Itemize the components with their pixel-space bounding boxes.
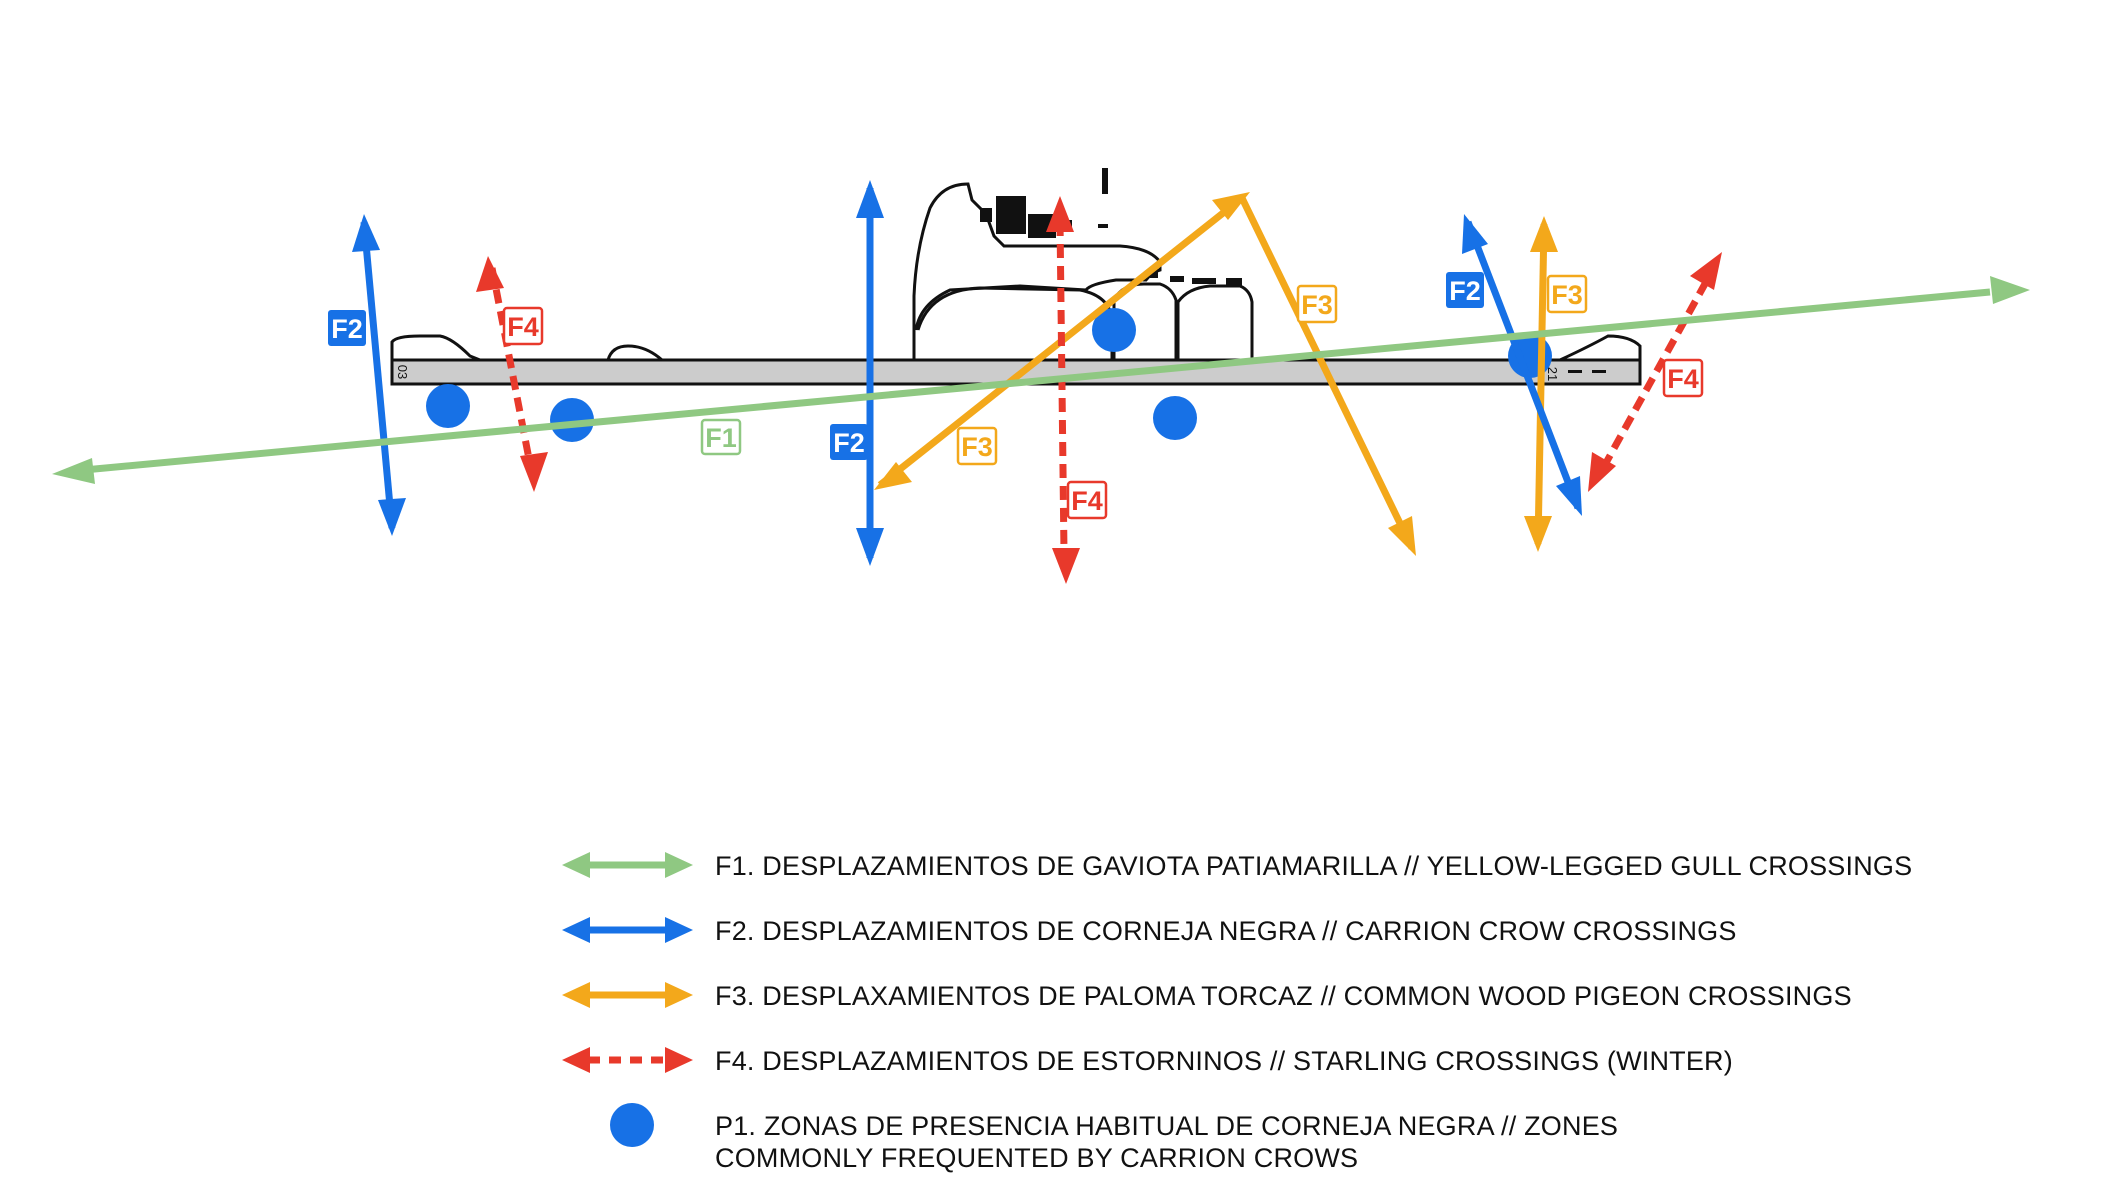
tower (1102, 168, 1108, 194)
f3-label: F3 (956, 426, 998, 466)
building-9 (1226, 278, 1242, 286)
f4-label-text: F4 (1071, 486, 1103, 516)
f3-label-text: F3 (1301, 290, 1333, 320)
building-5 (1098, 224, 1108, 228)
f2-arrowhead (856, 528, 884, 566)
legend-item-f3: F3. DESPLAXAMIENTOS DE PALOMA TORCAZ // … (560, 970, 1960, 1035)
runway-threshold-right: 21 (1545, 367, 1560, 381)
runway-right-end-apron (1559, 334, 1642, 362)
f2-crossings (352, 180, 1582, 566)
f2-label-text: F2 (1449, 276, 1481, 306)
f2-arrow (360, 221, 396, 529)
f4-arrowhead (520, 452, 548, 492)
f2-arrowhead (1462, 214, 1488, 254)
legend-item-f2: F2. DESPLAZAMIENTOS DE CORNEJA NEGRA // … (560, 905, 1960, 970)
f2-label-text: F2 (331, 314, 363, 344)
f4-label: F4 (502, 306, 544, 346)
runway-end-marking-1 (1568, 370, 1582, 373)
f4-arrow (1056, 221, 1068, 553)
legend-text-f4: F4. DESPLAZAMIENTOS DE ESTORNINOS // STA… (715, 1046, 1733, 1076)
f3-label: F3 (1546, 274, 1588, 314)
f3-arrow (1534, 223, 1548, 545)
f1-legend-arrow-icon (562, 852, 693, 878)
p1-zone (1092, 308, 1136, 352)
legend: F1. DESPLAZAMIENTOS DE GAVIOTA PATIAMARI… (560, 840, 1960, 1180)
f2-label: F2 (1446, 272, 1484, 308)
f2-arrow (1464, 220, 1582, 510)
f1-label-text: F1 (705, 423, 737, 453)
f3-arrowhead (1524, 516, 1552, 552)
f3-arrowhead (1530, 216, 1558, 252)
f1-arrowhead (52, 458, 95, 484)
p1-zone (426, 384, 470, 428)
f3-label-text: F3 (961, 432, 993, 462)
building-7 (1170, 276, 1184, 282)
f4-arrowhead (1052, 548, 1080, 584)
f1-label: F1 (700, 418, 742, 456)
p1-zone (550, 398, 594, 442)
f4-label: F4 (1066, 480, 1108, 520)
runway-threshold-left: 03 (395, 365, 410, 379)
p1-zone (1153, 396, 1197, 440)
legend-text-f3: F3. DESPLAXAMIENTOS DE PALOMA TORCAZ // … (715, 981, 1852, 1011)
f1-arrow (83, 288, 1991, 474)
parking-apron-outline (1176, 284, 1254, 360)
legend-text-p1: P1. ZONAS DE PRESENCIA HABITUAL DE CORNE… (715, 1111, 1619, 1173)
f4-legend-arrow-icon (562, 1047, 693, 1073)
f4-arrowhead (1588, 452, 1616, 492)
legend-item-f4: F4. DESPLAZAMIENTOS DE ESTORNINOS // STA… (560, 1035, 1960, 1100)
f3-label-text: F3 (1551, 280, 1583, 310)
f2-arrowhead (352, 214, 380, 252)
f2-arrowhead (1556, 476, 1582, 516)
f2-label-text: F2 (833, 428, 865, 458)
building-1 (996, 196, 1026, 234)
f2-arrowhead (856, 180, 884, 218)
f2-label: F2 (328, 310, 366, 346)
terminal-buildings (980, 168, 1606, 373)
f3-legend-arrow-icon (562, 982, 693, 1008)
building-8 (1192, 278, 1216, 284)
f4-label: F4 (1662, 358, 1704, 398)
runway-left-end-apron (390, 334, 481, 362)
map-labels: F1 F2 F2 F2 F3 F3 F3 F4 (328, 272, 1704, 520)
f4-arrowhead (1690, 252, 1722, 290)
f4-arrow (1598, 280, 1710, 472)
p1-legend-dot-icon (610, 1103, 654, 1147)
legend-item-p1: P1. ZONAS DE PRESENCIA HABITUAL DE CORNE… (560, 1100, 1960, 1180)
f1-arrowhead (1990, 276, 2030, 304)
f4-arrowhead (1046, 196, 1074, 232)
f3-arrowhead (1388, 516, 1416, 556)
legend-item-f1: F1. DESPLAZAMIENTOS DE GAVIOTA PATIAMARI… (560, 840, 1960, 905)
f4-arrowhead (476, 256, 504, 292)
legend-text-f2: F2. DESPLAZAMIENTOS DE CORNEJA NEGRA // … (715, 916, 1737, 946)
f1-crossings (52, 276, 2030, 484)
f2-legend-arrow-icon (562, 917, 693, 943)
f3-label: F3 (1296, 284, 1338, 324)
taxiway-bump (606, 344, 663, 362)
f4-label-text: F4 (507, 312, 539, 342)
legend-text-f1: F1. DESPLAZAMIENTOS DE GAVIOTA PATIAMARI… (715, 851, 1913, 881)
f2-arrowhead (378, 498, 406, 536)
f2-label: F2 (830, 424, 868, 460)
f3-arrowhead (874, 462, 912, 490)
f4-label-text: F4 (1667, 364, 1699, 394)
building-6 (1150, 268, 1158, 278)
f3-arrow (1238, 196, 1416, 550)
building-3 (980, 208, 992, 222)
runway-end-marking-2 (1592, 370, 1606, 373)
